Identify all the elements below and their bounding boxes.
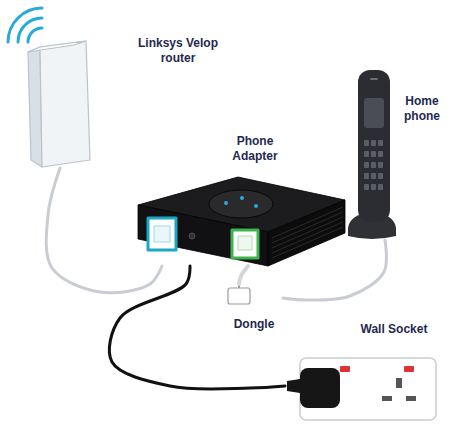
- adapter-panel: [209, 190, 273, 218]
- socket-slot: [396, 378, 402, 388]
- adapter-fin: [272, 222, 343, 253]
- status-light: [254, 204, 258, 208]
- device-label: Wall Socket: [353, 322, 435, 337]
- router-top: [28, 41, 86, 52]
- socket-slot: [406, 396, 416, 401]
- phone-illustration: [348, 70, 396, 239]
- phone-key: [364, 162, 369, 168]
- device-label: Phone Adapter: [220, 134, 290, 164]
- phone-key: [364, 151, 369, 157]
- status-light: [224, 201, 228, 205]
- device-node: Dongle: [222, 284, 283, 336]
- cable: [283, 240, 386, 300]
- adapter-fin: [272, 207, 343, 238]
- wifi-arc: [18, 18, 42, 42]
- phone-key: [371, 140, 376, 146]
- ethernet-socket: [154, 226, 170, 242]
- adapter-fin: [272, 217, 343, 248]
- adapter-fin: [272, 212, 343, 243]
- plug-body: [300, 368, 340, 408]
- phone-key: [371, 184, 376, 190]
- socket-plate: [300, 358, 436, 420]
- phone-key: [378, 140, 383, 146]
- phone-key: [364, 184, 369, 190]
- phone-key: [364, 173, 369, 179]
- phone-key: [378, 162, 383, 168]
- wifi-arc: [28, 28, 42, 42]
- router-front: [40, 41, 90, 167]
- phone-key: [371, 173, 376, 179]
- ethernet-port: [148, 218, 176, 250]
- phone-socket: [238, 236, 252, 250]
- phone-keypad: [364, 140, 383, 190]
- phone-speaker: [370, 78, 378, 80]
- socket-switch: [404, 366, 414, 372]
- phone-key: [371, 151, 376, 157]
- device-node: Wall Socket: [285, 320, 445, 422]
- wifi-arc: [8, 8, 42, 42]
- device-node: Phone Adapter: [140, 132, 350, 266]
- cable: [46, 168, 162, 293]
- wifi-symbol: [8, 8, 42, 42]
- plug-neck: [287, 379, 300, 393]
- phone-key: [378, 184, 383, 190]
- power-port: [189, 233, 195, 239]
- cable: [109, 266, 285, 389]
- phone-key: [378, 173, 383, 179]
- dongle-body: [228, 288, 250, 304]
- phone-screen: [364, 98, 384, 128]
- adapter-fin: [272, 227, 343, 258]
- device-label: Linksys Velop router: [132, 36, 224, 66]
- status-light: [240, 196, 244, 200]
- adapter-side: [268, 200, 345, 266]
- phone-handset: [358, 70, 390, 222]
- wall-socket-illustration: [287, 358, 436, 420]
- dongle-illustration: [228, 284, 250, 304]
- phone-key: [378, 151, 383, 157]
- adapter-illustration: [138, 177, 345, 266]
- socket-slot: [382, 396, 392, 401]
- router-illustration: [28, 41, 90, 167]
- phone-key: [371, 162, 376, 168]
- device-node: Linksys Velop router: [22, 30, 227, 168]
- phone-key: [364, 140, 369, 146]
- socket-switch: [340, 366, 350, 372]
- device-label: Dongle: [228, 317, 280, 332]
- device-node: Home phone: [345, 66, 451, 240]
- cable: [239, 266, 248, 284]
- phone-port: [232, 230, 258, 258]
- device-label: Home phone: [396, 94, 448, 124]
- adapter-fins: [272, 207, 343, 258]
